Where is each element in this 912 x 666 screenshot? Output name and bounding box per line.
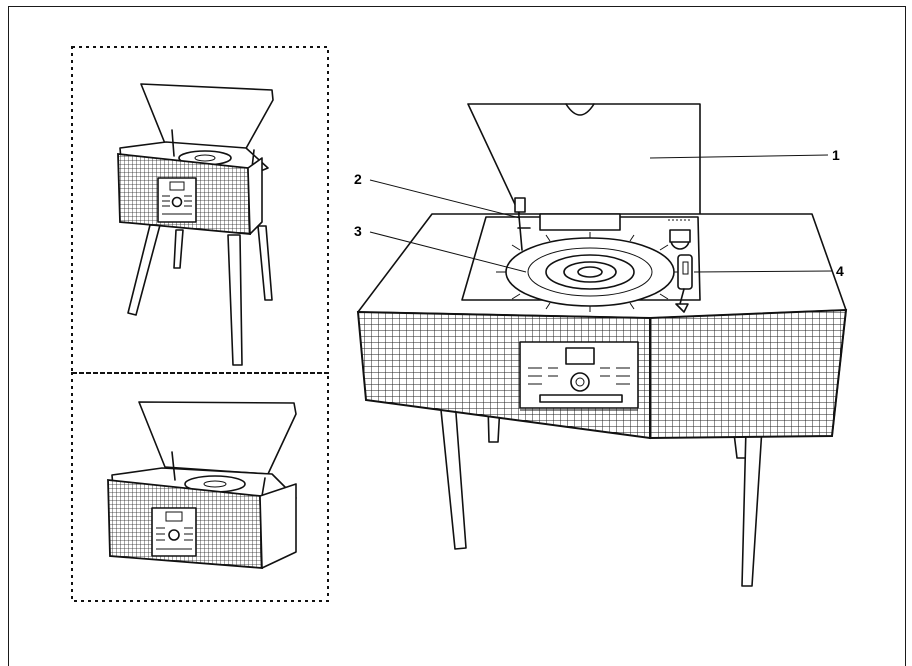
spindle-adapter <box>577 266 603 278</box>
stand-leg-back-left <box>173 229 184 269</box>
stand-unit-lid <box>140 83 274 153</box>
callout-3-number: 3 <box>354 223 362 239</box>
callout-2-line <box>369 179 521 219</box>
callout-4-line <box>693 270 833 273</box>
stand-leg-back-right <box>257 225 273 301</box>
stand-leg-front-left <box>127 224 161 316</box>
main-unit-lid <box>467 103 701 216</box>
figure-frame <box>8 6 906 666</box>
callout-1-number: 1 <box>832 147 840 163</box>
main-leg-front-left <box>439 399 467 550</box>
stand-unit-side <box>247 157 263 235</box>
stand-leg-front-right <box>227 234 243 366</box>
inset-box-bottom <box>71 372 329 602</box>
main-leg-front-right <box>741 427 763 587</box>
callout-3-line <box>369 231 527 273</box>
tabletop-unit-lid <box>138 401 297 475</box>
inset-tabletop-unit <box>107 401 297 569</box>
lid-hinge <box>539 213 621 231</box>
inset-stand-unit <box>117 83 274 366</box>
main-control-panel <box>519 341 639 411</box>
callout-2-number: 2 <box>354 171 362 187</box>
callout-4-number: 4 <box>836 263 844 279</box>
display-window <box>565 347 595 365</box>
cd-slot <box>539 394 623 403</box>
callout-1-line <box>649 154 829 159</box>
tabletop-unit-side <box>259 483 297 569</box>
tonearm-assembly <box>669 229 693 313</box>
callouts: 1 2 3 4 <box>354 147 844 279</box>
stand-unit-control-panel <box>157 177 197 223</box>
inset-frames <box>71 46 329 602</box>
main-front-grille-right <box>649 308 848 440</box>
volume-knob <box>570 372 590 392</box>
main-unit <box>356 103 848 587</box>
